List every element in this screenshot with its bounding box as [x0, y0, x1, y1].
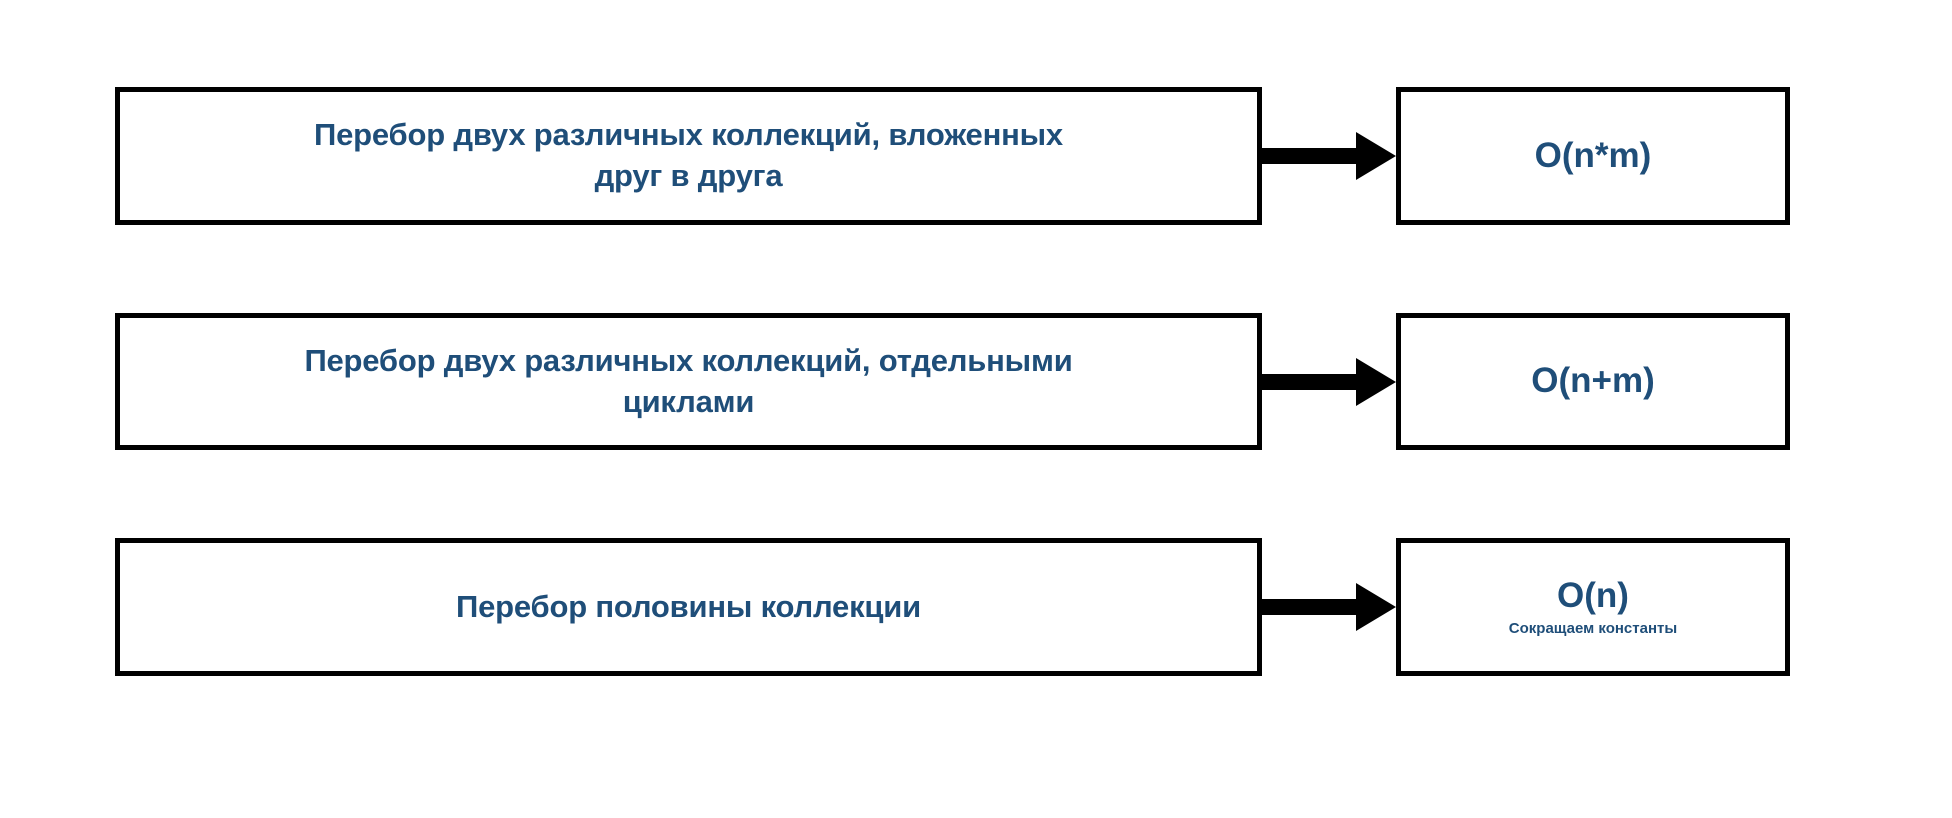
task-box[interactable]: Перебор двух различных коллекций, вложен… — [115, 87, 1262, 225]
task-label: Перебор двух различных коллекций, отдель… — [304, 342, 1073, 419]
diagram-row: Перебор двух различных коллекций, вложен… — [0, 87, 1952, 225]
right-block-arrow-icon — [1262, 583, 1396, 631]
complexity-label: O(n+m) — [1531, 361, 1655, 401]
task-box[interactable]: Перебор двух различных коллекций, отдель… — [115, 313, 1262, 450]
flow-arrow — [1262, 128, 1396, 184]
complexity-label: O(n*m) — [1534, 135, 1652, 175]
diagram-row: Перебор двух различных коллекций, отдель… — [0, 313, 1952, 450]
right-block-arrow-icon — [1262, 132, 1396, 180]
complexity-label: O(n) — [1557, 576, 1629, 616]
complexity-box[interactable]: O(n*m) — [1396, 87, 1790, 225]
flow-arrow — [1262, 579, 1396, 635]
task-label: Перебор половины коллекции — [456, 588, 921, 624]
diagram-row: Перебор половины коллекции O(n) Сокращае… — [0, 538, 1952, 676]
complexity-box[interactable]: O(n) Сокращаем константы — [1396, 538, 1790, 676]
task-label: Перебор двух различных коллекций, вложен… — [314, 117, 1063, 193]
task-box[interactable]: Перебор половины коллекции — [115, 538, 1262, 676]
complexity-box[interactable]: O(n+m) — [1396, 313, 1790, 450]
right-block-arrow-icon — [1262, 358, 1396, 406]
flow-arrow — [1262, 354, 1396, 410]
complexity-note: Сокращаем константы — [1508, 619, 1678, 637]
